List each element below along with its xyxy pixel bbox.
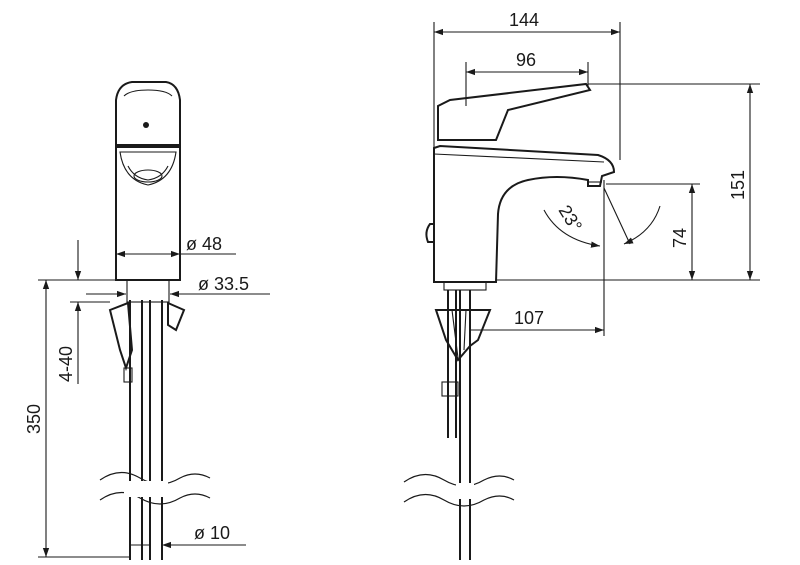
front-body	[115, 146, 181, 281]
dim-body-diameter-label: ø 48	[186, 234, 222, 254]
dim-hose-diameter-label: ø 10	[194, 523, 230, 543]
front-lever	[115, 81, 181, 146]
front-shank	[126, 279, 170, 303]
dim-counter-thickness-label: 4-40	[56, 346, 76, 382]
dim-hose-diameter: ø 10	[130, 523, 246, 549]
side-break-wave-bottom	[403, 493, 515, 507]
side-body	[433, 144, 616, 283]
dim-spout-reach: 107	[470, 308, 604, 334]
front-aerator	[119, 151, 177, 186]
side-clamp	[434, 309, 492, 362]
dim-hose-length: 350	[24, 280, 130, 558]
side-lever	[437, 82, 592, 141]
front-view: ø 48 ø 33.5 4-40 350 ø 10	[24, 81, 270, 560]
dim-shank-diameter: ø 33.5	[86, 274, 270, 298]
dim-total-height: 151	[728, 84, 754, 280]
dim-total-depth: 144	[434, 10, 620, 36]
dim-hose-length-label: 350	[24, 404, 44, 434]
dim-spout-height-label: 74	[670, 228, 690, 248]
dim-shank-diameter-label: ø 33.5	[198, 274, 249, 294]
dim-lever-angle-label: 23°	[555, 202, 586, 236]
side-view: 144 96 151 74 107 23°	[403, 10, 760, 560]
dim-lever-angle: 23°	[543, 187, 661, 248]
front-break-wave-bottom	[99, 491, 211, 505]
front-lever-indicator-dot	[143, 122, 149, 128]
dim-lever-length-label: 96	[516, 50, 536, 70]
front-clamp	[108, 301, 134, 372]
dim-body-diameter: ø 48	[116, 234, 236, 258]
dim-spout-height: 74	[670, 184, 696, 280]
dim-counter-thickness: 4-40	[56, 240, 82, 384]
dim-lever-length: 96	[466, 50, 588, 76]
dim-total-depth-label: 144	[509, 10, 539, 30]
dim-total-height-label: 151	[728, 170, 748, 200]
dim-spout-reach-label: 107	[514, 308, 544, 328]
